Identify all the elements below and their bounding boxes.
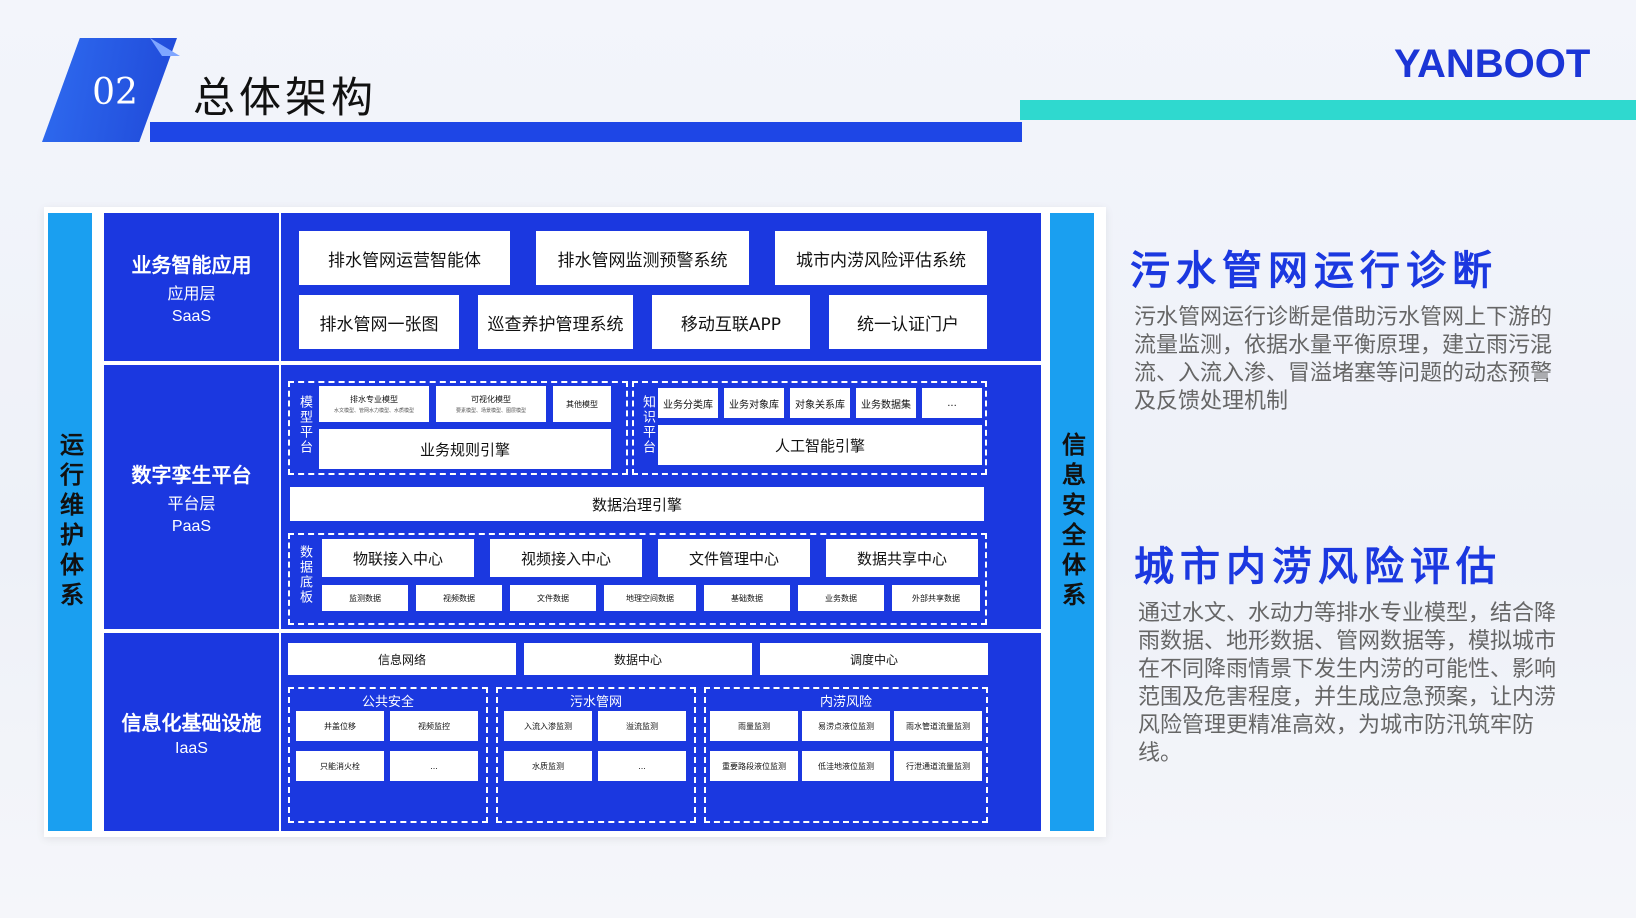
sensor-box: 重要路段液位监测 xyxy=(710,751,798,781)
data-item: 监测数据 xyxy=(322,585,408,611)
model-box: 排水专业模型 水文模型、管网水力模型、水质模型 xyxy=(319,386,429,422)
app-box: 排水管网一张图 xyxy=(299,295,459,349)
diagnosis-text: 污水管网运行诊断是借助污水管网上下游的流量监测，依据水量平衡原理，建立雨污混流、… xyxy=(1134,305,1553,414)
rule-engine: 业务规则引擎 xyxy=(319,429,611,469)
paas-layer: 数字孪生平台 平台层 PaaS 模型平台 排水专业模型 水文模型、管网水力模型、… xyxy=(104,365,1041,629)
knowledge-platform-label: 知识平台 xyxy=(640,395,655,455)
infra-box: 数据中心 xyxy=(524,643,752,675)
data-item: 文件数据 xyxy=(510,585,596,611)
knowledge-item: ... xyxy=(922,388,982,418)
data-base-label: 数据底板 xyxy=(297,545,312,605)
iaas-title: 信息化基础设施 xyxy=(121,710,262,735)
data-item: 地理空间数据 xyxy=(604,585,696,611)
saas-subtitle: 应用层 xyxy=(167,283,216,303)
center-box: 物联接入中心 xyxy=(322,539,474,577)
model-desc: 要素模型、场景模型、图层模型 xyxy=(455,408,526,414)
data-item: 视频数据 xyxy=(416,585,502,611)
group-title: 公共安全 xyxy=(361,695,414,710)
data-item: 基础数据 xyxy=(704,585,790,611)
saas-title: 业务智能应用 xyxy=(131,252,252,277)
knowledge-item: 业务数据集 xyxy=(856,388,916,418)
app-box: 排水管网监测预警系统 xyxy=(536,231,749,285)
iaas-label: 信息化基础设施 IaaS xyxy=(104,633,281,831)
app-box: 移动互联APP xyxy=(652,295,810,349)
app-box: 城市内涝风险评估系统 xyxy=(775,231,987,285)
title-underline xyxy=(150,122,1022,142)
brand-logo: YANBOOT xyxy=(1394,42,1591,86)
section-heading-diagnosis: 污水管网运行诊断 xyxy=(1130,248,1498,294)
center-box: 文件管理中心 xyxy=(658,539,810,577)
sensor-box: 易涝点液位监测 xyxy=(802,711,890,741)
paas-title: 数字孪生平台 xyxy=(131,462,252,487)
sensor-box: 水质监测 xyxy=(504,751,592,781)
sensor-box: 井盖位移 xyxy=(296,711,384,741)
model-name: 可视化模型 xyxy=(471,395,511,404)
app-box: 排水管网运营智能体 xyxy=(299,231,510,285)
app-box: 统一认证门户 xyxy=(829,295,987,349)
model-desc: 水文模型、管网水力模型、水质模型 xyxy=(333,408,414,414)
sensor-box: 低洼地液位监测 xyxy=(802,751,890,781)
ai-engine: 人工智能引擎 xyxy=(658,425,982,465)
knowledge-platform xyxy=(632,381,987,475)
architecture-diagram: 运行维护体系 信息安全体系 业务智能应用 应用层 SaaS 排水管网运营智能体 … xyxy=(44,207,1106,837)
data-base xyxy=(288,533,987,625)
sensor-box: 雨量监测 xyxy=(710,711,798,741)
model-platform xyxy=(288,381,628,475)
knowledge-item: 业务对象库 xyxy=(724,388,784,418)
sensor-box: 入流入渗监测 xyxy=(504,711,592,741)
paas-subtitle: 平台层 xyxy=(167,493,216,513)
sensor-box: 只能消火栓 xyxy=(296,751,384,781)
infra-box: 信息网络 xyxy=(288,643,516,675)
data-item: 外部共享数据 xyxy=(892,585,980,611)
saas-code: SaaS xyxy=(171,307,212,325)
group-sewage xyxy=(496,687,696,823)
sensor-box: 溢流监测 xyxy=(598,711,686,741)
accent-bar xyxy=(1020,100,1636,120)
section-number: 02 xyxy=(92,72,138,113)
data-item: 业务数据 xyxy=(798,585,884,611)
paas-code: PaaS xyxy=(171,517,212,535)
governance-engine: 数据治理引擎 xyxy=(290,487,984,521)
flood-text: 通过水文、水动力等排水专业模型，结合降雨数据、地形数据、管网数据等，模拟城市在不… xyxy=(1138,601,1557,766)
infra-box: 调度中心 xyxy=(760,643,988,675)
security-system-bar: 信息安全体系 xyxy=(1050,213,1094,831)
center-box: 数据共享中心 xyxy=(826,539,978,577)
sensor-box: 行泄通道流量监测 xyxy=(894,751,982,781)
sensor-box: 视频监控 xyxy=(390,711,478,741)
ops-system-label: 运行维护体系 xyxy=(55,432,84,612)
saas-label: 业务智能应用 应用层 SaaS xyxy=(104,213,281,361)
paas-label: 数字孪生平台 平台层 PaaS xyxy=(104,365,281,629)
model-platform-label: 模型平台 xyxy=(297,395,312,455)
sensor-box: ... xyxy=(598,751,686,781)
group-title: 内涝风险 xyxy=(819,695,872,710)
saas-layer: 业务智能应用 应用层 SaaS 排水管网运营智能体 排水管网监测预警系统 城市内… xyxy=(104,213,1041,361)
model-box: 其他模型 xyxy=(553,386,611,422)
section-heading-flood: 城市内涝风险评估 xyxy=(1134,544,1502,590)
ops-system-bar: 运行维护体系 xyxy=(48,213,92,831)
group-flood-risk xyxy=(704,687,988,823)
sensor-box: ... xyxy=(390,751,478,781)
knowledge-item: 对象关系库 xyxy=(790,388,850,418)
sensor-box: 雨水管道流量监测 xyxy=(894,711,982,741)
iaas-code: IaaS xyxy=(175,739,208,757)
iaas-layer: 信息化基础设施 IaaS 信息网络 数据中心 调度中心 公共安全 井盖位移 视频… xyxy=(104,633,1041,831)
page-title: 总体架构 xyxy=(193,73,378,122)
group-public-safety xyxy=(288,687,488,823)
knowledge-item: 业务分类库 xyxy=(658,388,718,418)
model-box: 可视化模型 要素模型、场景模型、图层模型 xyxy=(436,386,546,422)
app-box: 巡查养护管理系统 xyxy=(478,295,633,349)
center-box: 视频接入中心 xyxy=(490,539,642,577)
model-name: 排水专业模型 xyxy=(350,395,398,404)
group-title: 污水管网 xyxy=(569,695,622,710)
security-system-label: 信息安全体系 xyxy=(1057,432,1086,612)
